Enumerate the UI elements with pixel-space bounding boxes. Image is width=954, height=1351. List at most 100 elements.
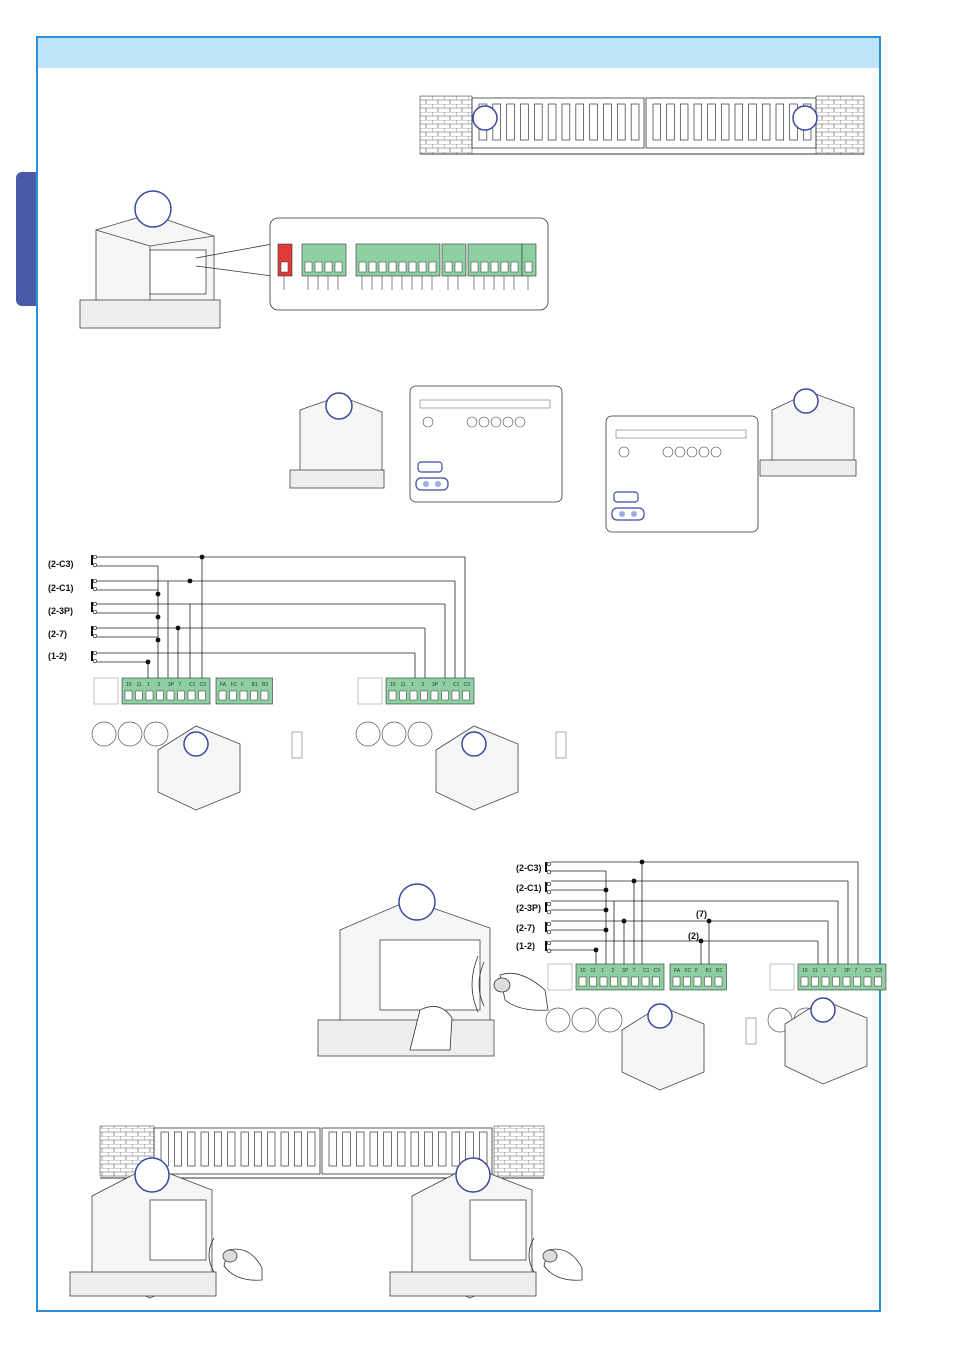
- trimmer-icon: [117, 721, 143, 747]
- gate-motor-icon: [759, 391, 857, 477]
- callout-circle: [472, 105, 498, 131]
- callout-circle: [647, 1003, 673, 1029]
- terminal-block: [797, 963, 887, 991]
- terminal-label: C1: [865, 968, 872, 974]
- terminal-label: B1: [252, 682, 258, 688]
- wiring-label: (1-2): [516, 941, 535, 951]
- bridge-label: (2): [688, 931, 699, 941]
- trimmer-icon: [597, 1007, 623, 1033]
- callout-circle: [792, 105, 818, 131]
- terminal-screw: [454, 261, 463, 273]
- terminal-screw: [334, 261, 343, 273]
- terminal-label: 10: [802, 968, 808, 974]
- terminal-screw: [444, 261, 453, 273]
- trimmer-icon: [618, 446, 630, 458]
- terminal-screw: [821, 976, 830, 987]
- trimmer-icon: [571, 1007, 597, 1033]
- terminal-screw: [800, 976, 809, 987]
- gate-bar: [603, 103, 612, 141]
- terminal-block-empty: [357, 677, 383, 705]
- junction-dot: [603, 927, 609, 933]
- trimmer-icon: [686, 446, 698, 458]
- terminal-label: 11: [591, 968, 596, 974]
- terminal-label: 1: [147, 682, 150, 688]
- contact-point: [92, 586, 98, 592]
- terminal-screw: [145, 690, 154, 701]
- terminal-screw: [177, 690, 185, 701]
- contact-point: [92, 578, 98, 584]
- gate-bar: [383, 1131, 392, 1167]
- terminal-screw: [428, 261, 437, 273]
- trimmer-icon: [91, 721, 117, 747]
- wiring-label: (2-3P): [516, 903, 541, 913]
- gate-bar: [173, 1131, 183, 1167]
- wiring-label: (2-C1): [516, 883, 542, 893]
- terminal-screw: [156, 690, 164, 701]
- terminal-screw: [480, 261, 489, 273]
- terminal-label: 2: [612, 968, 615, 974]
- terminal-screw: [368, 261, 377, 273]
- callout-circle: [325, 392, 353, 420]
- wiring-diagram-2: (2-C3) (2-C1) (2-3P) (2-7) (1-2) (7) (2)…: [516, 859, 887, 1091]
- wiring-label: (2-C3): [516, 863, 542, 873]
- terminal-screw: [490, 261, 499, 273]
- gate-bar: [775, 103, 785, 141]
- gate-motor-icon: [389, 1165, 537, 1299]
- gate-bar: [533, 103, 543, 141]
- gate-motor-icon: [69, 1165, 217, 1299]
- junction-dot: [199, 554, 205, 560]
- terminal-label: B2: [262, 682, 268, 688]
- gate-bar: [280, 1131, 289, 1167]
- terminal-label: 2: [834, 968, 837, 974]
- terminal-label: FC: [685, 968, 692, 974]
- gate-bar: [200, 1131, 209, 1167]
- trimmer-icon: [545, 1007, 571, 1033]
- sliding-gate-icon: [420, 97, 864, 155]
- terminal-label: 7: [633, 968, 636, 974]
- gate-bar: [506, 103, 515, 141]
- terminal-label: 2: [158, 682, 161, 688]
- trimmer-icon: [466, 416, 478, 428]
- contact-point: [546, 881, 552, 887]
- junction-dot: [187, 578, 193, 584]
- junction-dot: [593, 947, 599, 953]
- contact-point: [92, 650, 98, 656]
- callout-circle: [461, 731, 487, 757]
- gate-motor-icon: [157, 725, 241, 811]
- terminal-label: FC: [231, 682, 238, 688]
- connector-icon: [555, 731, 567, 759]
- board-terminal-row: [419, 399, 551, 409]
- terminal-screw: [863, 976, 872, 987]
- terminal-screw: [683, 976, 691, 987]
- terminal-screw: [832, 976, 840, 987]
- terminal-screw: [420, 690, 428, 701]
- terminal-label: 3P: [844, 968, 851, 974]
- terminal-screw: [229, 690, 237, 701]
- junction-dot: [621, 918, 627, 924]
- terminal-label: 11: [137, 682, 142, 688]
- terminal-screw: [470, 261, 479, 273]
- gate-bar: [679, 103, 689, 141]
- gate-bar: [616, 103, 626, 141]
- terminal-screw: [398, 261, 407, 273]
- gate-bar: [589, 103, 598, 141]
- terminal-label: 11: [401, 682, 406, 688]
- terminal-screw: [620, 976, 629, 987]
- gate-motor-icon: [289, 395, 385, 489]
- wiring-label: (2-C1): [48, 583, 74, 593]
- connector-icon: [291, 731, 303, 759]
- terminal-screw: [358, 261, 367, 273]
- header-band: [38, 38, 879, 68]
- contact-point: [92, 609, 98, 615]
- bridge-label: (7): [696, 909, 707, 919]
- junction-dot: [145, 659, 151, 665]
- terminal-label: 7: [443, 682, 446, 688]
- junction-dot: [631, 878, 637, 884]
- gate-bar: [240, 1131, 249, 1167]
- terminal-screw: [500, 261, 509, 273]
- gate-bar: [720, 103, 730, 141]
- terminal-label: B2: [716, 968, 722, 974]
- terminal-screw: [388, 690, 397, 701]
- led-icon: [423, 481, 429, 487]
